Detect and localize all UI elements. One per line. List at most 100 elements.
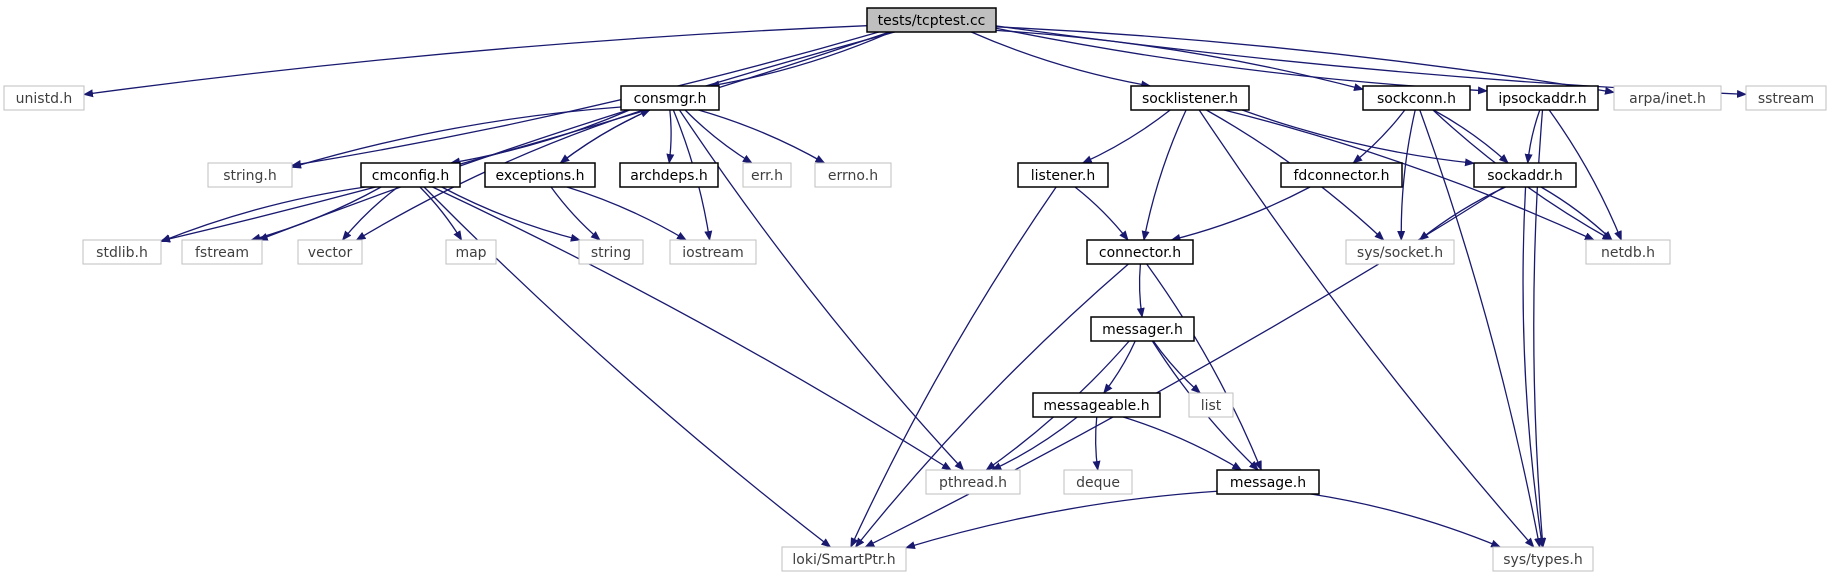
edge-message-to-sys_types: [1310, 493, 1502, 548]
edge-messageable-to-pthread: [991, 416, 1078, 471]
node-label: errno.h: [828, 168, 878, 184]
node-sockconn[interactable]: sockconn.h: [1362, 85, 1471, 111]
node-label: tests/tcptest.cc: [878, 13, 986, 29]
node-connector[interactable]: connector.h: [1086, 239, 1194, 265]
edge-messager-to-list: [1152, 340, 1201, 394]
node-label: fdconnector.h: [1294, 168, 1390, 184]
node-label: netdb.h: [1601, 245, 1655, 261]
node-exceptions[interactable]: exceptions.h: [484, 162, 596, 188]
edge-connector-to-loki_smartptr: [854, 263, 1129, 548]
edge-messageable-to-deque: [1092, 416, 1101, 471]
node-err[interactable]: err.h: [742, 162, 792, 188]
node-sockaddr[interactable]: sockaddr.h: [1473, 162, 1577, 188]
edge-tcptest-to-unistd: [83, 25, 868, 98]
node-label: unistd.h: [16, 91, 73, 107]
edge-consmgr-to-cmconfig: [449, 109, 630, 166]
node-label: string: [591, 245, 631, 261]
node-archdeps[interactable]: archdeps.h: [619, 162, 719, 188]
node-sys-types[interactable]: sys/types.h: [1492, 546, 1594, 572]
edge-cmconfig-to-stdlib: [160, 186, 366, 243]
node-errno[interactable]: errno.h: [814, 162, 892, 188]
node-label: sstream: [1758, 91, 1814, 107]
node-label: message.h: [1230, 475, 1306, 491]
edge-consmgr-to-errno: [698, 109, 826, 164]
edge-cmconfig-to-vector: [341, 186, 399, 241]
edge-consmgr-to-err: [684, 109, 753, 164]
node-label: messager.h: [1102, 322, 1183, 338]
edge-ipsockaddr-to-netdb: [1548, 109, 1622, 241]
edge-tcptest-to-consmgr: [709, 31, 892, 89]
node-socklistener[interactable]: socklistener.h: [1130, 85, 1250, 111]
node-label: loki/SmartPtr.h: [792, 552, 895, 568]
node-label: consmgr.h: [634, 91, 707, 107]
edge-consmgr-to-archdeps: [666, 109, 675, 164]
edge-cmconfig-to-string: [441, 186, 581, 242]
node-netdb[interactable]: netdb.h: [1585, 239, 1671, 265]
node-label: map: [455, 245, 486, 261]
node-fdconnector[interactable]: fdconnector.h: [1280, 162, 1403, 188]
node-pthread[interactable]: pthread.h: [925, 469, 1021, 495]
node-sstream[interactable]: sstream: [1745, 85, 1827, 111]
node-loki-smartptr[interactable]: loki/SmartPtr.h: [781, 546, 907, 572]
edge-consmgr-to-pthread: [678, 109, 965, 471]
node-label: messageable.h: [1043, 398, 1149, 414]
node-label: listener.h: [1031, 168, 1095, 184]
node-listener[interactable]: listener.h: [1017, 162, 1109, 188]
node-consmgr[interactable]: consmgr.h: [620, 85, 720, 111]
node-map[interactable]: map: [445, 239, 497, 265]
edge-consmgr-to-string_h: [291, 106, 622, 169]
node-iostream[interactable]: iostream: [669, 239, 757, 265]
node-label: sys/types.h: [1503, 552, 1582, 568]
node-messageable[interactable]: messageable.h: [1032, 392, 1161, 418]
node-arpa-inet[interactable]: arpa/inet.h: [1613, 85, 1722, 111]
edge-sockconn-to-sys_types: [1419, 109, 1542, 548]
node-label: archdeps.h: [630, 168, 708, 184]
edge-messager-to-messageable: [1103, 340, 1136, 394]
node-messager[interactable]: messager.h: [1090, 316, 1195, 342]
edge-connector-to-message: [1146, 263, 1262, 471]
node-string[interactable]: string: [578, 239, 644, 265]
node-vector[interactable]: vector: [297, 239, 363, 265]
node-label: vector: [308, 245, 353, 261]
node-label: stdlib.h: [96, 245, 148, 261]
node-label: exceptions.h: [495, 168, 584, 184]
node-label: socklistener.h: [1142, 91, 1238, 107]
edge-cmconfig-to-pthread: [432, 186, 952, 471]
edge-tcptest-to-arpa_inet: [995, 26, 1615, 95]
node-ipsockaddr[interactable]: ipsockaddr.h: [1486, 85, 1599, 111]
edge-tcptest-to-ipsockaddr: [995, 27, 1488, 95]
node-label: arpa/inet.h: [1629, 91, 1706, 107]
edge-exceptions-to-iostream: [566, 186, 687, 241]
node-label: connector.h: [1099, 245, 1181, 261]
edge-sockconn-to-fdconnector: [1352, 109, 1406, 164]
edge-cmconfig-to-fstream: [250, 186, 382, 242]
nodes-layer: tests/tcptest.cc unistd.h consmgr.h sock…: [3, 7, 1827, 572]
edge-message-to-loki_smartptr: [905, 490, 1218, 549]
node-string-h[interactable]: string.h: [207, 162, 293, 188]
edge-exceptions-to-string: [550, 186, 601, 241]
edge-sockaddr-to-sys_types: [1522, 186, 1546, 548]
node-list[interactable]: list: [1188, 392, 1234, 418]
node-message[interactable]: message.h: [1216, 469, 1320, 495]
node-stdlib[interactable]: stdlib.h: [82, 239, 162, 265]
node-label: sockconn.h: [1377, 91, 1456, 107]
edge-socklistener-to-netdb: [1223, 109, 1595, 241]
node-tcptest[interactable]: tests/tcptest.cc: [866, 7, 997, 33]
edge-fdconnector-to-connector: [1170, 186, 1311, 242]
node-label: cmconfig.h: [372, 168, 450, 184]
edge-socklistener-to-listener: [1081, 109, 1171, 164]
node-label: string.h: [223, 168, 277, 184]
node-sys-socket[interactable]: sys/socket.h: [1345, 239, 1455, 265]
edge-cmconfig-to-map: [419, 186, 463, 241]
node-deque[interactable]: deque: [1063, 469, 1133, 495]
edge-sockconn-to-sys_socket: [1397, 109, 1416, 241]
node-label: pthread.h: [939, 475, 1007, 491]
edge-tcptest-to-sstream: [995, 25, 1747, 98]
node-cmconfig[interactable]: cmconfig.h: [360, 162, 461, 188]
edge-tcptest-to-stdlib: [160, 31, 890, 243]
edge-ipsockaddr-to-sockaddr: [1524, 109, 1541, 164]
node-unistd[interactable]: unistd.h: [3, 85, 85, 111]
edge-socklistener-to-connector: [1141, 109, 1187, 241]
node-fstream[interactable]: fstream: [181, 239, 263, 265]
